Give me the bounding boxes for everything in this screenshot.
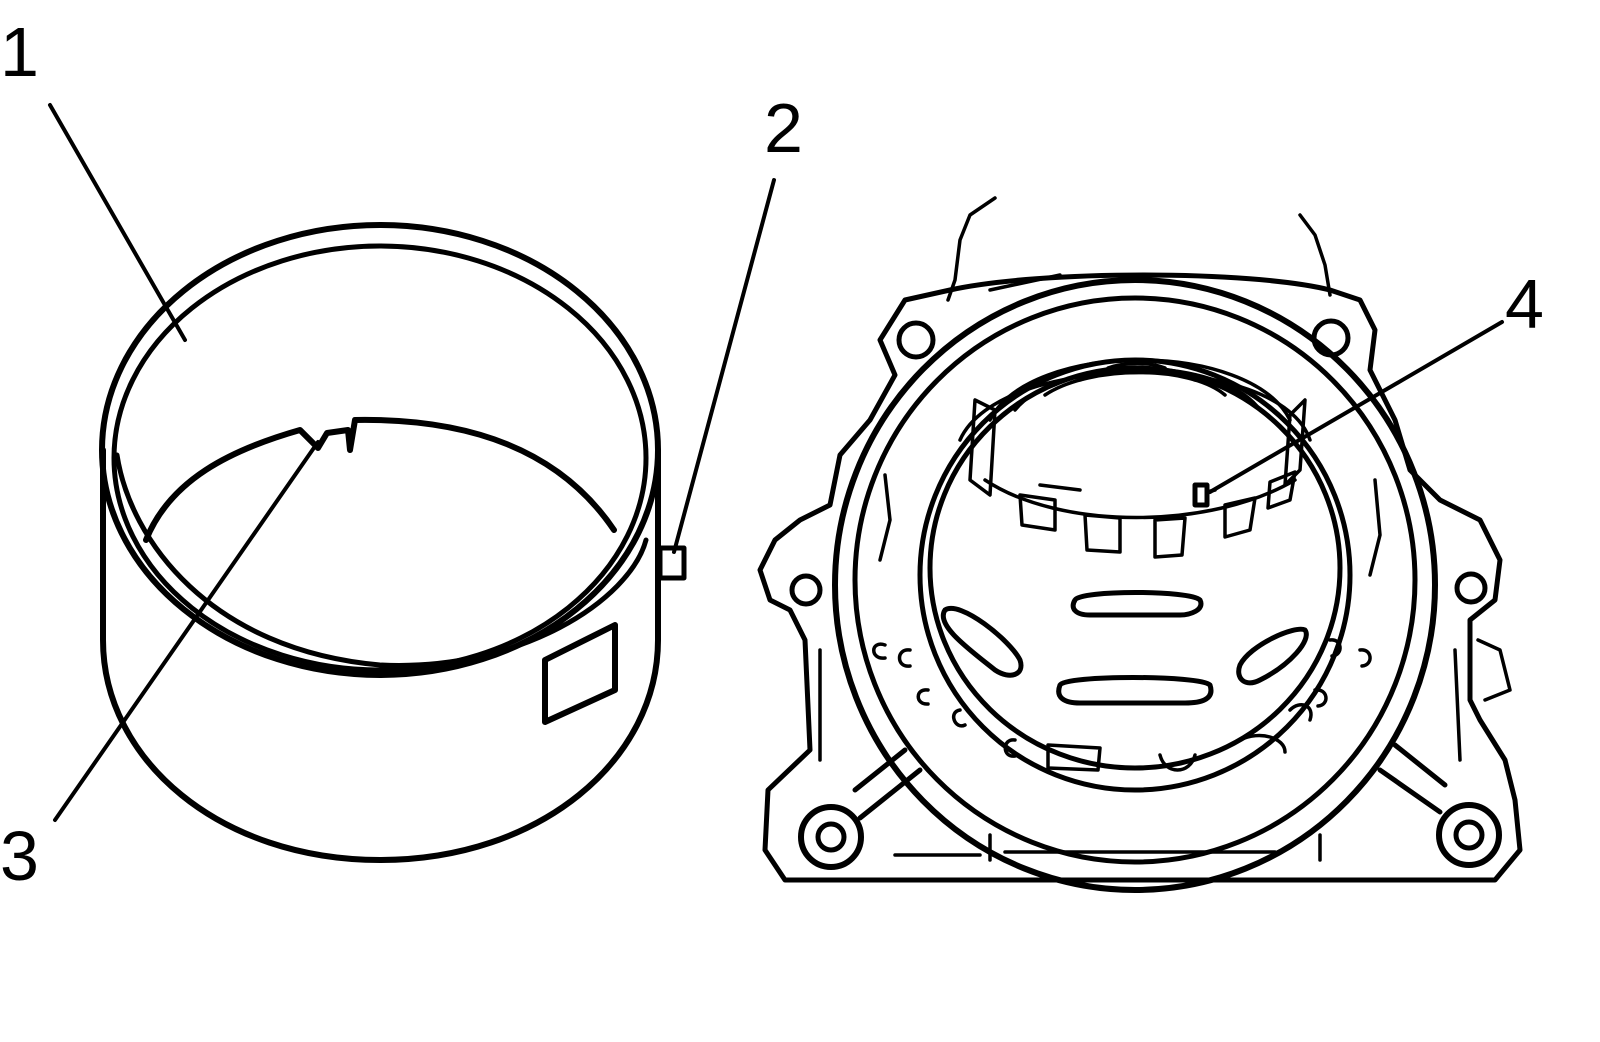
leader-3 bbox=[53, 440, 320, 822]
snap-ring-end bbox=[1192, 482, 1210, 508]
sleeve-drawing bbox=[99, 222, 687, 863]
callout-2: 2 bbox=[764, 89, 803, 167]
leader-1 bbox=[48, 103, 187, 342]
callout-4: 4 bbox=[1505, 265, 1544, 343]
leader-2 bbox=[672, 178, 776, 554]
key-tab bbox=[657, 545, 687, 581]
leader-4 bbox=[1208, 320, 1504, 494]
callout-1: 1 bbox=[0, 13, 39, 91]
leader-lines bbox=[48, 103, 1504, 822]
callout-3: 3 bbox=[0, 817, 39, 895]
housing-drawing bbox=[757, 196, 1523, 893]
